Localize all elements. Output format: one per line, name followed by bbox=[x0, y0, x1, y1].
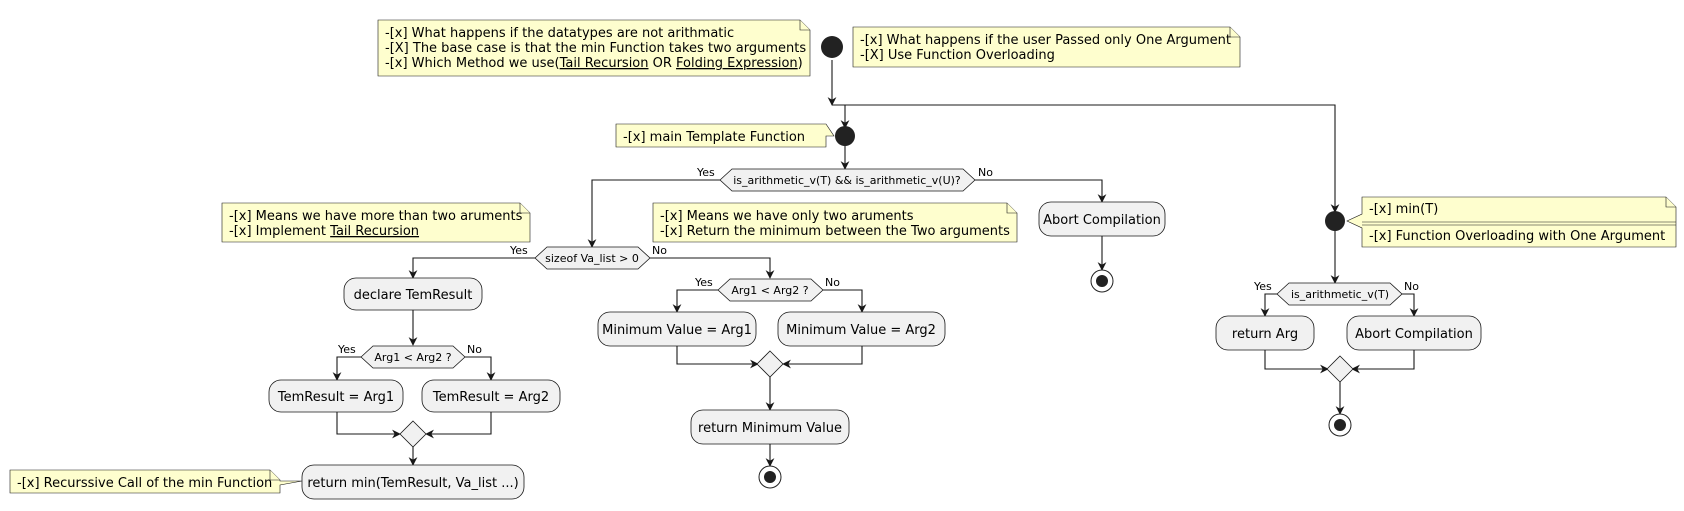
edge-returnarg-merge bbox=[1264, 350, 1329, 374]
note-recursive-text: -[x] Recurssive Call of the min Function bbox=[17, 476, 272, 491]
end-node-mid bbox=[758, 465, 782, 489]
decision-arg-compare-left-no: No bbox=[467, 343, 482, 356]
merge-left bbox=[399, 420, 427, 448]
decision-sizeof: sizeof Va_list > 0 Yes No bbox=[509, 244, 667, 270]
edges bbox=[332, 60, 1419, 467]
decision-arg-compare-mid-label: Arg1 < Arg2 ? bbox=[731, 284, 808, 297]
note-more-args-line2: -[x] Implement Tail Recursion bbox=[229, 224, 419, 239]
svg-text:declare TemResult: declare TemResult bbox=[354, 288, 473, 303]
svg-text:Minimum Value = Arg2: Minimum Value = Arg2 bbox=[786, 323, 936, 338]
action-return-arg: return Arg bbox=[1215, 315, 1315, 351]
decision-sizeof-label: sizeof Va_list > 0 bbox=[545, 252, 639, 265]
link-folding-expression: Folding Expression bbox=[676, 56, 798, 71]
edge-sizeof-yes bbox=[408, 257, 535, 279]
svg-text:Abort Compilation: Abort Compilation bbox=[1355, 327, 1473, 342]
edge-sizeof-no bbox=[650, 257, 775, 279]
svg-text:return Arg: return Arg bbox=[1232, 327, 1298, 342]
note-more-args-line1: -[x] Means we have more than two arument… bbox=[229, 209, 523, 224]
action-abort-single: Abort Compilation bbox=[1346, 315, 1482, 351]
edge-single-yes bbox=[1260, 293, 1279, 317]
edge-arith-yes bbox=[587, 179, 720, 248]
note-top-right: -[x] What happens if the user Passed onl… bbox=[852, 26, 1241, 68]
note-more-args: -[x] Means we have more than two arument… bbox=[221, 202, 531, 243]
link-tail-recursion-2: Tail Recursion bbox=[329, 224, 419, 239]
decision-arg-compare-mid: Arg1 < Arg2 ? Yes No bbox=[694, 276, 840, 302]
decision-arg-compare-left-label: Arg1 < Arg2 ? bbox=[374, 351, 451, 364]
decision-is-arithmetic-single: is_arithmetic_v(T) Yes No bbox=[1253, 280, 1419, 306]
note-two-args: -[x] Means we have only two aruments -[x… bbox=[652, 202, 1018, 243]
note-top-left-line3: -[x] Which Method we use(Tail Recursion … bbox=[385, 56, 803, 71]
end-node-right bbox=[1328, 413, 1352, 437]
edge-midcmp-yes bbox=[672, 289, 720, 313]
svg-text:Abort Compilation: Abort Compilation bbox=[1043, 213, 1161, 228]
note-top-right-line1: -[x] What happens if the user Passed onl… bbox=[860, 33, 1231, 48]
action-abort-main: Abort Compilation bbox=[1038, 201, 1166, 237]
main-start-node bbox=[835, 126, 855, 146]
action-temresult-arg2: TemResult = Arg2 bbox=[421, 379, 561, 413]
action-return-minimum-value: return Minimum Value bbox=[690, 409, 850, 445]
merge-right bbox=[1326, 355, 1354, 383]
note-two-args-line1: -[x] Means we have only two aruments bbox=[660, 209, 914, 224]
decision-sizeof-yes: Yes bbox=[509, 244, 528, 257]
start-node bbox=[821, 36, 843, 58]
edge-leftcmp-no bbox=[465, 356, 496, 381]
note-main-template: -[x] main Template Function bbox=[615, 123, 835, 148]
decision-is-arithmetic-both-label: is_arithmetic_v(T) && is_arithmetic_v(U)… bbox=[733, 174, 961, 187]
edge-arith-no bbox=[975, 179, 1107, 203]
decision-arg-compare-left: Arg1 < Arg2 ? Yes No bbox=[337, 343, 482, 369]
edge-min1-merge bbox=[676, 345, 759, 369]
note-min-t-title: -[x] min(T) bbox=[1369, 202, 1438, 217]
decision-arg-compare-left-yes: Yes bbox=[337, 343, 356, 356]
edge-tem2-merge bbox=[425, 412, 492, 439]
decision-arg-compare-mid-yes: Yes bbox=[694, 276, 713, 289]
action-temresult-arg1: TemResult = Arg1 bbox=[268, 379, 404, 413]
single-arg-start-node bbox=[1325, 211, 1345, 231]
end-node-abort bbox=[1090, 269, 1114, 293]
decision-sizeof-no: No bbox=[652, 244, 667, 257]
svg-text:return min(TemResult, Va_list: return min(TemResult, Va_list ...) bbox=[307, 476, 518, 491]
note-top-left: -[x] What happens if the datatypes are n… bbox=[377, 19, 811, 77]
note-top-right-line2: -[X] Use Function Overloading bbox=[860, 48, 1055, 63]
decision-is-arithmetic-single-yes: Yes bbox=[1253, 280, 1272, 293]
decision-arg-compare-mid-no: No bbox=[825, 276, 840, 289]
action-declare-temresult: declare TemResult bbox=[343, 277, 483, 311]
note-min-t-body: -[x] Function Overloading with One Argum… bbox=[1369, 229, 1665, 244]
svg-text:TemResult = Arg1: TemResult = Arg1 bbox=[277, 390, 394, 405]
decision-is-arithmetic-single-label: is_arithmetic_v(T) bbox=[1291, 288, 1389, 301]
decision-is-arithmetic-both-no: No bbox=[978, 166, 993, 179]
edge-min2-merge bbox=[782, 345, 863, 369]
action-minimum-arg2: Minimum Value = Arg2 bbox=[777, 311, 946, 347]
action-return-min-recursive: return min(TemResult, Va_list ...) bbox=[301, 464, 525, 500]
decision-is-arithmetic-both-yes: Yes bbox=[696, 166, 715, 179]
edge-abortsingle-merge bbox=[1351, 350, 1415, 374]
note-main-template-text: -[x] main Template Function bbox=[623, 130, 805, 145]
link-tail-recursion: Tail Recursion bbox=[559, 56, 649, 71]
svg-text:return Minimum Value: return Minimum Value bbox=[698, 421, 842, 436]
edge-tem1-merge bbox=[336, 412, 401, 439]
edge-midcmp-no bbox=[823, 289, 867, 313]
decision-is-arithmetic-single-no: No bbox=[1404, 280, 1419, 293]
merge-mid bbox=[756, 350, 784, 378]
edge-single-no bbox=[1402, 293, 1419, 317]
note-recursive: -[x] Recurssive Call of the min Function bbox=[9, 469, 303, 494]
svg-text:TemResult = Arg2: TemResult = Arg2 bbox=[432, 390, 549, 405]
edge-leftcmp-yes bbox=[332, 356, 369, 381]
note-min-t: -[x] min(T) -[x] Function Overloading wi… bbox=[1346, 196, 1677, 248]
edge-fork-bar bbox=[832, 104, 1340, 213]
svg-text:Minimum Value = Arg1: Minimum Value = Arg1 bbox=[602, 323, 752, 338]
note-two-args-line2: -[x] Return the minimum between the Two … bbox=[660, 224, 1010, 239]
decision-is-arithmetic-both: is_arithmetic_v(T) && is_arithmetic_v(U)… bbox=[696, 166, 993, 192]
note-top-left-line2: -[X] The base case is that the min Funct… bbox=[385, 41, 806, 56]
action-minimum-arg1: Minimum Value = Arg1 bbox=[597, 311, 757, 347]
note-top-left-line1: -[x] What happens if the datatypes are n… bbox=[385, 26, 734, 41]
